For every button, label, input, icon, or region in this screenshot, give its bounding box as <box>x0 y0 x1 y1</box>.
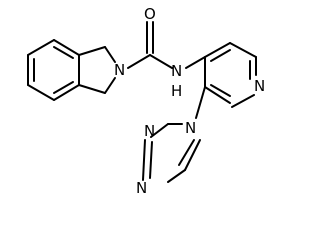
triazole-n2-label: N <box>144 122 155 140</box>
chemical-structure: O N N H N N N N <box>27 5 265 197</box>
amide-nitrogen-label: N <box>171 62 182 80</box>
triazole-ring <box>142 123 201 183</box>
carbonyl-oxygen-label: O <box>144 5 156 23</box>
triazole-n4-label: N <box>136 179 147 197</box>
pyridine-triazole-bond <box>195 86 206 119</box>
benzene-ring <box>27 39 80 101</box>
pyridine-nitrogen-label: N <box>254 77 265 95</box>
amide-hydrogen-label: H <box>171 82 182 100</box>
pyridine-ring <box>204 42 257 108</box>
isoindoline-nitrogen-label: N <box>114 61 125 79</box>
pyrrolidine-ring <box>78 46 116 94</box>
triazole-n1-label: N <box>185 119 196 137</box>
amide-bonds <box>127 21 206 69</box>
